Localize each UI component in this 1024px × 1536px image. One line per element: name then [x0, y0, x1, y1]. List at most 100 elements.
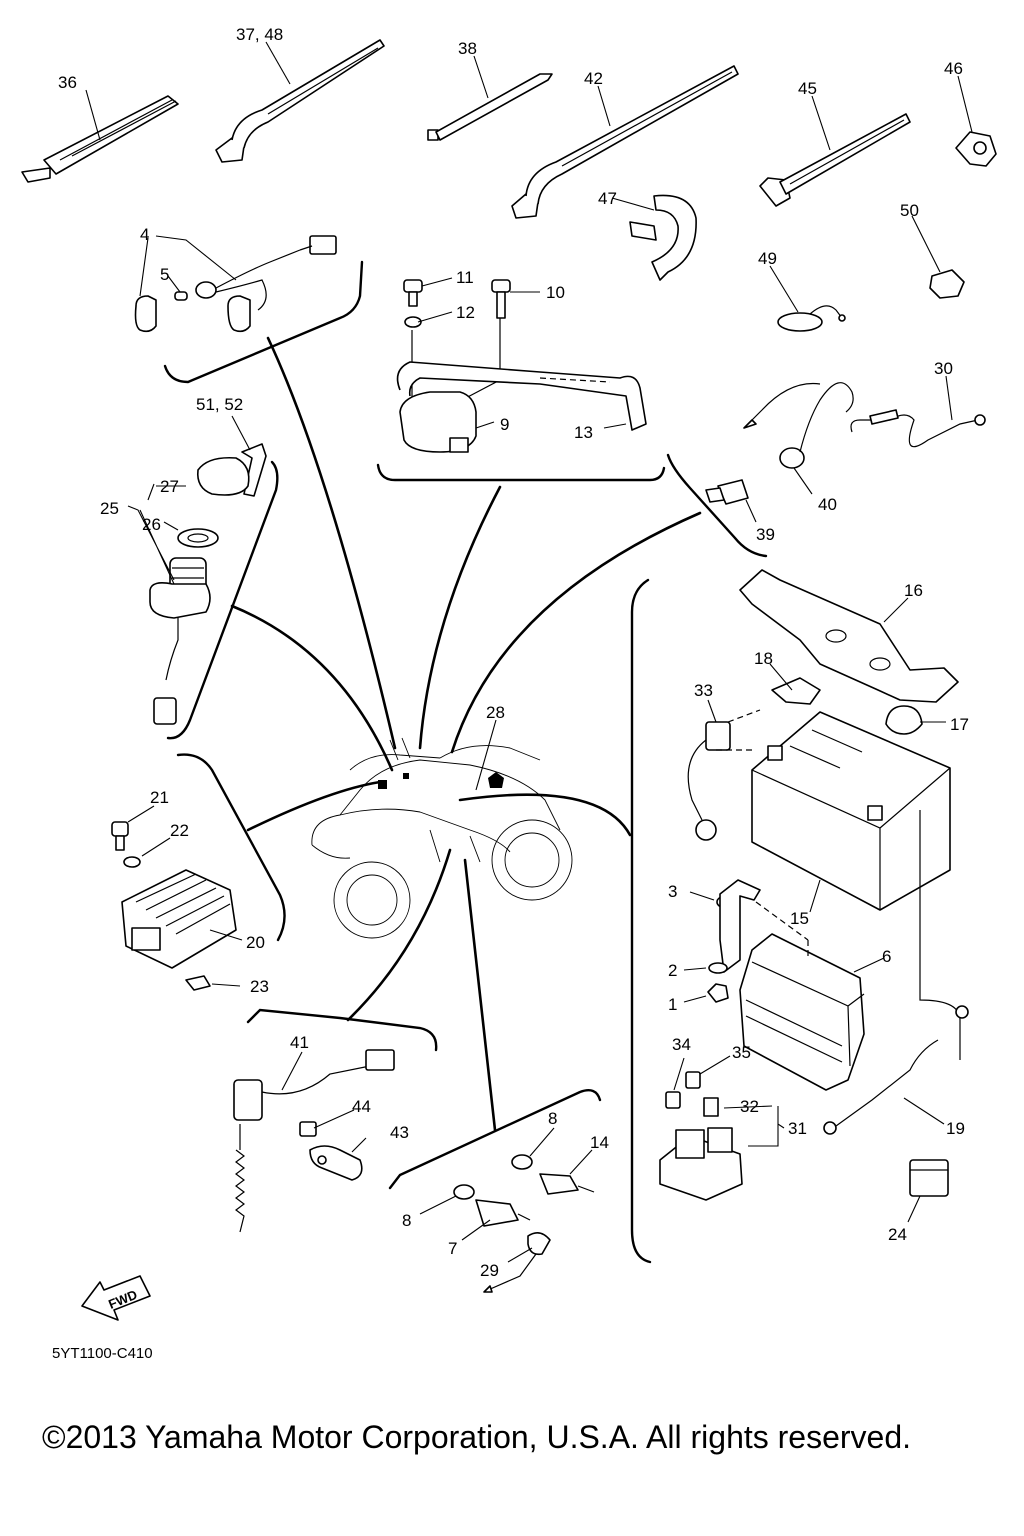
label-47: 47: [598, 189, 617, 208]
label-24: 24: [888, 1225, 907, 1244]
part-19-lead: [823, 810, 969, 1135]
part-17-cap: [885, 705, 923, 735]
label-37-48: 37, 48: [236, 25, 283, 44]
label-46: 46: [944, 59, 963, 78]
part-8-washer-right: [511, 1154, 533, 1170]
label-21: 21: [150, 788, 169, 807]
part-32-fuse: [703, 1097, 719, 1117]
label-23: 23: [250, 977, 269, 996]
part-45-cable-tie: [759, 113, 911, 207]
part-37-48-cable-tie: [215, 39, 385, 163]
label-40: 40: [818, 495, 837, 514]
label-9: 9: [500, 415, 509, 434]
part-4-5-sensor-harness: [134, 235, 337, 333]
label-11: 11: [456, 268, 474, 287]
label-44: 44: [352, 1097, 371, 1116]
label-18: 18: [754, 649, 773, 668]
label-10: 10: [546, 283, 565, 302]
label-16: 16: [904, 581, 923, 600]
label-12: 12: [456, 303, 475, 322]
copyright-notice: ©2013 Yamaha Motor Corporation, U.S.A. A…: [42, 1419, 911, 1455]
label-26: 26: [142, 515, 161, 534]
part-12-washer: [404, 316, 422, 328]
label-28: 28: [486, 703, 505, 722]
part-23-clip: [185, 975, 211, 991]
label-34: 34: [672, 1035, 691, 1054]
label-38: 38: [458, 39, 477, 58]
label-4: 4: [140, 225, 149, 244]
label-36: 36: [58, 73, 77, 92]
label-31: 31: [788, 1119, 807, 1138]
label-49: 49: [758, 249, 777, 268]
part-34-bolt: [665, 1091, 681, 1109]
label-33: 33: [694, 681, 713, 700]
leader-lines: [85, 41, 973, 1263]
label-41: 41: [290, 1033, 309, 1052]
label-29: 29: [480, 1261, 499, 1280]
part-38-cable-tie: [427, 73, 553, 141]
part-49-clip: [777, 305, 846, 332]
part-9-ignition-coil: [396, 318, 647, 453]
label-1: 1: [668, 995, 677, 1014]
label-22: 22: [170, 821, 189, 840]
part-50-clamp: [929, 269, 965, 299]
part-labels: 1 2 3 4 5 6 7 8 8 9 10 11 12 13 14 15 16…: [58, 25, 969, 1280]
part-30-lead: [850, 409, 986, 448]
fwd-arrow-icon: FWD: [81, 1275, 151, 1321]
part-6-ecu: [739, 933, 865, 1091]
part-44-bolt: [299, 1121, 317, 1137]
label-8a: 8: [548, 1109, 557, 1128]
label-51-52: 51, 52: [196, 395, 243, 414]
label-15: 15: [790, 909, 809, 928]
label-25: 25: [100, 499, 119, 518]
part-20-rectifier: [121, 869, 237, 969]
label-45: 45: [798, 79, 817, 98]
part-36-cable-tie: [21, 95, 179, 183]
part-21-bolt: [111, 821, 129, 851]
label-3: 3: [668, 882, 677, 901]
diagram-code: 5YT1100-C410: [52, 1345, 153, 1362]
label-39: 39: [756, 525, 775, 544]
part-15-battery: [751, 711, 951, 911]
label-35: 35: [732, 1043, 751, 1062]
label-50: 50: [900, 201, 919, 220]
label-6: 6: [882, 947, 891, 966]
part-41-switch: [233, 1049, 395, 1233]
part-35-bolt: [685, 1071, 701, 1089]
part-8-washer-left: [453, 1184, 475, 1200]
part-31-starter-relay: [659, 1127, 743, 1201]
label-43: 43: [390, 1123, 409, 1142]
group-brackets: [163, 260, 768, 1264]
label-17: 17: [950, 715, 969, 734]
part-7-sensor: [475, 1199, 531, 1227]
part-43-bracket: [309, 1145, 363, 1181]
part-29-cap: [483, 1232, 551, 1293]
label-14: 14: [590, 1133, 609, 1152]
label-8b: 8: [402, 1211, 411, 1230]
part-2-washer: [708, 962, 728, 974]
label-2: 2: [668, 961, 677, 980]
part-10-bolt: [491, 279, 511, 319]
part-40-sensor: [743, 382, 854, 469]
part-26-nut: [177, 528, 219, 548]
part-39-sensor: [705, 479, 749, 505]
part-47-clamp: [629, 194, 697, 281]
part-16-bracket: [739, 569, 959, 703]
part-46-clamp: [955, 131, 997, 167]
part-27-cap: [196, 456, 250, 496]
label-7: 7: [448, 1239, 457, 1258]
label-27: 27: [160, 477, 179, 496]
part-14-sensor: [539, 1173, 595, 1195]
part-1-nut: [707, 983, 729, 1003]
part-25-main-switch: [149, 557, 211, 725]
label-20: 20: [246, 933, 265, 952]
label-42: 42: [584, 69, 603, 88]
part-22-washer: [123, 856, 141, 868]
label-13: 13: [574, 423, 593, 442]
label-19: 19: [946, 1119, 965, 1138]
part-11-bolt: [403, 279, 423, 307]
label-32: 32: [740, 1097, 759, 1116]
label-30: 30: [934, 359, 953, 378]
part-42-cable-tie: [511, 65, 739, 219]
